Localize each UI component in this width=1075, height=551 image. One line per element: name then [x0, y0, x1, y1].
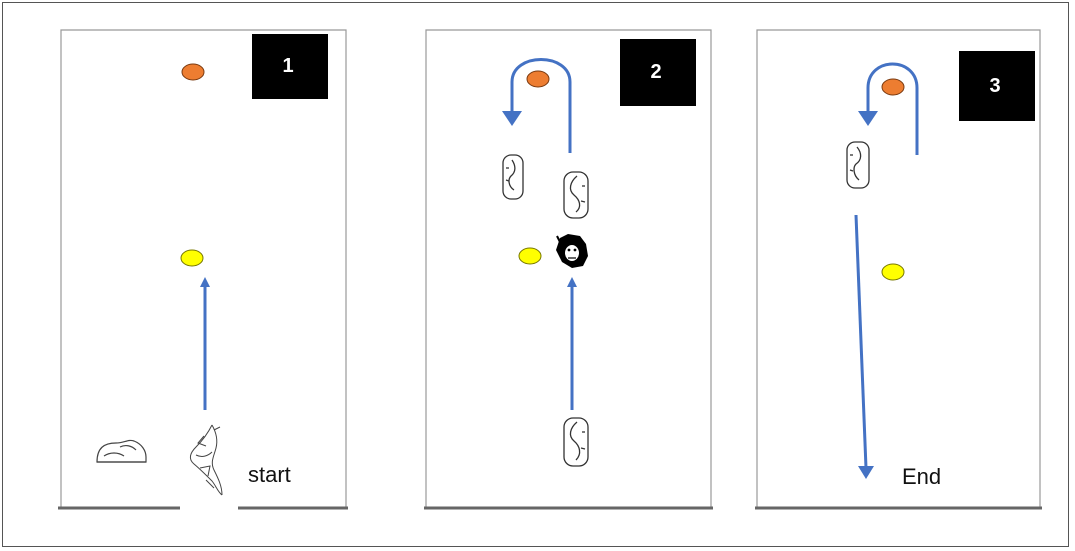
hand-icon [846, 141, 870, 189]
panel-2-border [425, 29, 712, 507]
start-label: start [248, 462, 291, 487]
hand-icon [502, 154, 524, 200]
panel-2-number: 2 [650, 61, 661, 83]
orange-marker [181, 63, 205, 81]
figure-sketch-icon [189, 424, 223, 496]
return-arrowhead [858, 466, 874, 479]
u-turn-arrow [866, 62, 919, 155]
u-turn-arrowhead [858, 111, 878, 126]
panel-1-number: 1 [282, 55, 293, 77]
return-arrow [854, 214, 868, 469]
u-turn-arrowhead [502, 111, 522, 126]
panel-1-border [60, 29, 347, 507]
orange-marker [881, 78, 905, 96]
boot-icon [96, 439, 147, 463]
panel-3-number-badge [959, 51, 1035, 121]
panel-3-border [756, 29, 1041, 507]
hand-icon [563, 171, 589, 219]
panel-3-number: 3 [989, 75, 1000, 97]
panel-1: 1 start [58, 29, 348, 510]
yellow-marker [180, 249, 204, 267]
panel-2: 2 [424, 29, 713, 510]
end-label: End [902, 464, 941, 489]
panel-3: 3 End [755, 29, 1042, 510]
yellow-marker [881, 263, 905, 281]
face-icon [556, 234, 588, 268]
hand-icon [563, 417, 589, 467]
orange-marker [526, 70, 550, 88]
u-turn-arrow [510, 58, 572, 153]
panel-2-number-badge [620, 39, 696, 106]
panel-1-number-badge [252, 34, 328, 99]
yellow-marker [518, 247, 542, 265]
